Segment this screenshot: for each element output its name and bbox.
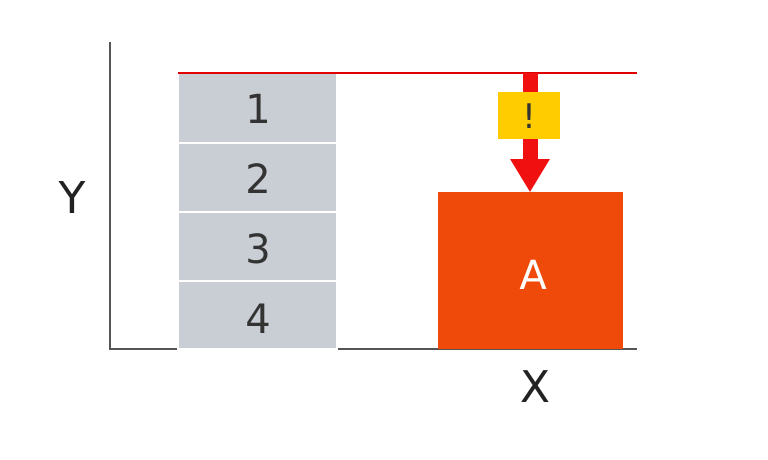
x-axis-label: X [520, 362, 550, 413]
box-a-label: A [519, 253, 547, 299]
stack-block-2-label: 2 [245, 157, 270, 203]
box-a [438, 192, 623, 349]
stack-block-4-label: 4 [245, 297, 270, 343]
stack-block-3-label: 3 [245, 227, 270, 273]
stack-block-2 [177, 142, 338, 213]
stack-block-1 [177, 72, 338, 144]
stack-block-3 [177, 211, 338, 282]
stack-block-1-label: 1 [245, 87, 270, 133]
stack: 1 2 3 4 [177, 72, 338, 350]
warning-badge [498, 92, 560, 139]
y-axis-label: Y [58, 173, 86, 224]
warning-badge-label: ! [522, 97, 536, 137]
stack-block-4 [177, 280, 338, 350]
